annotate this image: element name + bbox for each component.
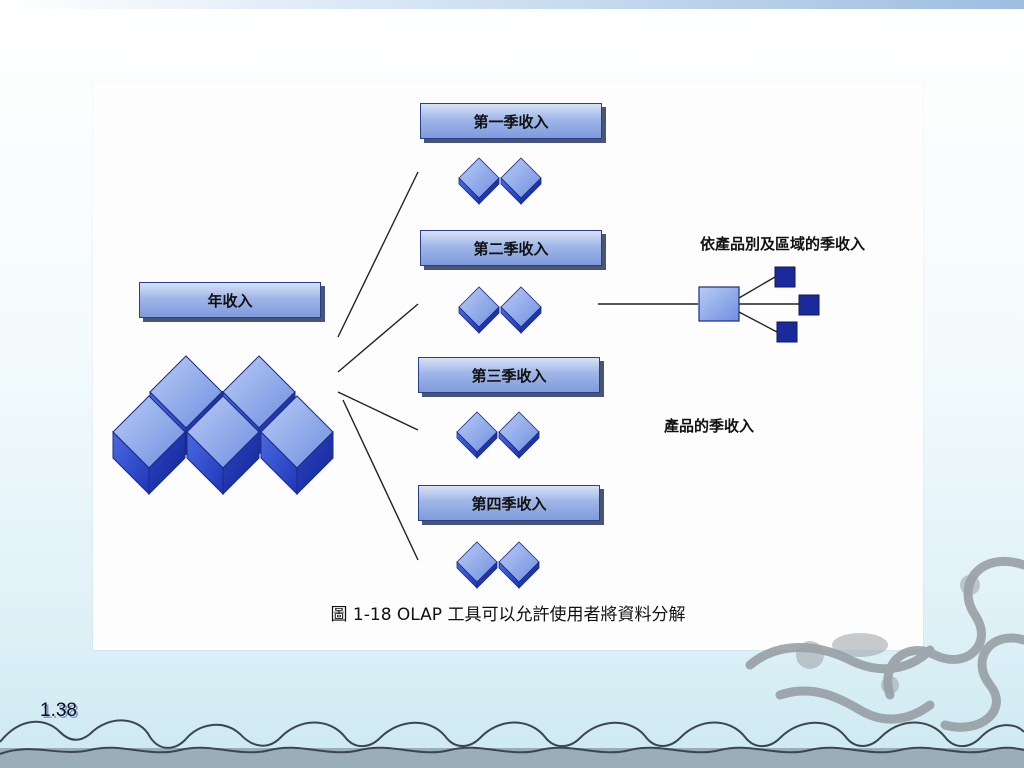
annual-revenue-label: 年收入 (139, 282, 321, 318)
quarter-4-label: 第四季收入 (418, 485, 600, 521)
region-square-top (774, 266, 796, 288)
quarter-cubes-1 (458, 157, 542, 205)
quarter-3-label: 第三季收入 (418, 357, 600, 393)
quarter-cubes-2 (458, 286, 542, 334)
diagram-graphics (112, 157, 820, 589)
product-revenue-label: 產品的季收入 (664, 417, 755, 435)
dragon-decoration (745, 556, 1024, 732)
quarter-2-label: 第二季收入 (420, 230, 602, 266)
region-square-bottom (776, 321, 798, 343)
page-number: 1.38 (40, 700, 77, 721)
figure-caption: 圖 1-18 OLAP 工具可以允許使用者將資料分解 (330, 605, 686, 625)
connector-lines (337, 171, 799, 561)
top-gradient-bar (0, 0, 1024, 9)
olap-figure: 年收入 第一季收入 第二季收入 第三季收入 第四季收入 依產品別及區域的季收入 … (93, 82, 923, 650)
regional-revenue-label: 依產品別及區域的季收入 (700, 235, 866, 253)
region-square-middle (798, 294, 820, 316)
annual-cube-stack (112, 355, 334, 495)
wave-border-decoration (0, 719, 1024, 768)
quarter-cubes-4 (456, 541, 540, 589)
quarter-1-label: 第一季收入 (420, 103, 602, 139)
product-node (698, 286, 740, 322)
quarter-cubes-3 (456, 411, 540, 459)
